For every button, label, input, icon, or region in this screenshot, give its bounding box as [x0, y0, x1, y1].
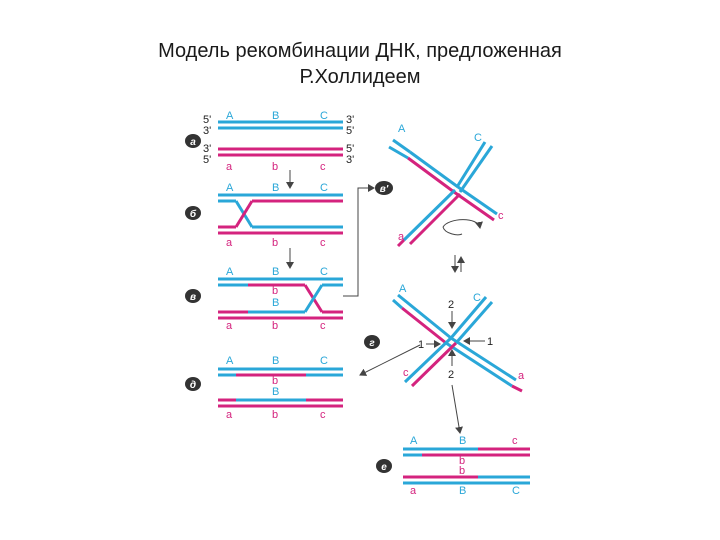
label-A: A — [226, 266, 234, 278]
badge-text: б — [190, 208, 197, 220]
cut-marker: 1 — [487, 336, 493, 348]
label-C: C — [320, 266, 328, 278]
label-B-mid: B — [272, 297, 279, 309]
badge-text: в — [190, 292, 196, 303]
title-line-2: Р.Холлидеем — [299, 66, 421, 88]
title-line-1: Модель рекомбинации ДНК, предложенная — [158, 40, 562, 62]
arrow-to-e — [451, 384, 463, 434]
arrow-to-d — [359, 344, 421, 376]
label-B: B — [459, 485, 466, 497]
label-B: B — [272, 355, 279, 367]
cut-marker: 2 — [448, 299, 454, 311]
label-b-mid: b — [459, 455, 465, 467]
badge-text: в' — [380, 184, 389, 195]
badge-text: е — [381, 462, 387, 473]
end-label: 5' — [203, 154, 211, 166]
arrow-to-v-prime — [343, 184, 375, 297]
badge-text: г — [369, 338, 375, 349]
panel-v-prime-badge: в' — [375, 181, 393, 195]
label-A: A — [410, 435, 418, 447]
label-c: c — [320, 320, 326, 332]
label-a: a — [410, 485, 417, 497]
label-A: A — [226, 110, 234, 122]
end-label: 3' — [346, 114, 354, 126]
label-b-mid: b — [272, 285, 278, 297]
panel-d: д A B C b B a b c — [185, 355, 343, 421]
label-c: c — [498, 210, 504, 222]
panel-b-badge: б — [185, 206, 201, 220]
rotation-arrow — [442, 219, 483, 229]
cut-marker: 1 — [418, 339, 424, 351]
label-B: B — [272, 110, 279, 122]
label-c: c — [320, 237, 326, 249]
label-b: b — [272, 237, 278, 249]
label-a: a — [226, 409, 233, 421]
panel-v-badge: в — [185, 289, 201, 303]
end-label: 3' — [203, 125, 211, 137]
label-C: C — [473, 292, 481, 304]
label-B: B — [272, 266, 279, 278]
panel-a: а A B C 5' 3' 3' 5' 3' 5' 5' 3' a b c — [185, 110, 354, 173]
panel-b: б A B C a b c — [185, 182, 343, 249]
label-c: c — [320, 409, 326, 421]
panel-g-badge: г — [364, 335, 380, 349]
label-a: a — [226, 237, 233, 249]
label-a: a — [226, 161, 233, 173]
label-B: B — [459, 435, 466, 447]
panel-d-badge: д — [185, 377, 201, 391]
label-b: b — [272, 161, 278, 173]
label-b-mid: b — [459, 465, 465, 477]
label-B-mid: B — [272, 386, 279, 398]
panel-g: г A C c a 2 1 1 2 — [364, 283, 525, 393]
badge-text: а — [190, 137, 196, 148]
label-C: C — [320, 110, 328, 122]
panel-v-prime: в' A C c a — [375, 123, 504, 248]
label-A: A — [399, 283, 407, 295]
label-A: A — [226, 355, 234, 367]
label-C: C — [474, 132, 482, 144]
panel-v: в A B C b B a b c — [185, 266, 343, 332]
label-c: c — [403, 367, 409, 379]
label-c: c — [512, 435, 518, 447]
equilibrium-arrows — [451, 255, 465, 273]
label-C: C — [512, 485, 520, 497]
panel-e: е A B c b b a B C — [376, 435, 530, 497]
end-label: 5' — [346, 125, 354, 137]
end-label: 5' — [346, 143, 354, 155]
panel-a-badge: а — [185, 134, 201, 148]
label-b: b — [272, 409, 278, 421]
label-C: C — [320, 182, 328, 194]
label-b: b — [272, 320, 278, 332]
label-b-mid: b — [272, 375, 278, 387]
panel-e-badge: е — [376, 459, 392, 473]
label-B: B — [272, 182, 279, 194]
label-a: a — [518, 370, 525, 382]
end-label: 5' — [203, 114, 211, 126]
cut-marker: 2 — [448, 369, 454, 381]
end-label: 3' — [346, 154, 354, 166]
label-A: A — [398, 123, 406, 135]
label-A: A — [226, 182, 234, 194]
label-C: C — [320, 355, 328, 367]
end-label: 3' — [203, 143, 211, 155]
badge-text: д — [190, 380, 196, 391]
label-c: c — [320, 161, 326, 173]
label-a: a — [398, 231, 405, 243]
page-title: Модель рекомбинации ДНК, предложенная Р.… — [0, 38, 720, 90]
label-a: a — [226, 320, 233, 332]
